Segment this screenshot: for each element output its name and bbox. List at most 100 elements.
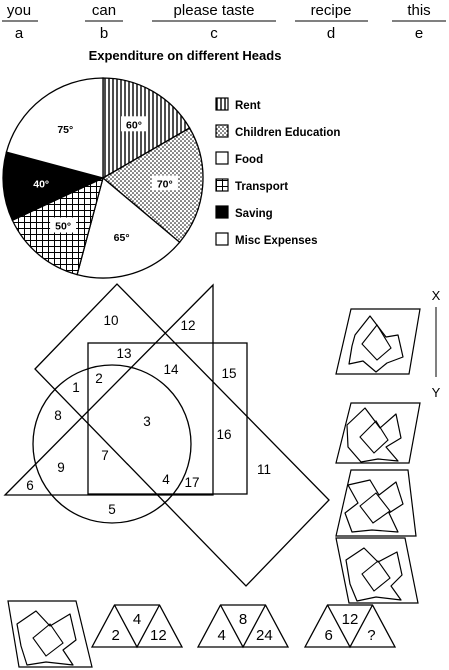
venn-region-number: 8 bbox=[54, 408, 62, 423]
axis-indicator: X Y bbox=[432, 288, 441, 400]
venn-diagram bbox=[3, 283, 330, 587]
parallelogram-shape bbox=[7, 600, 93, 668]
venn-region-number: 5 bbox=[108, 502, 116, 517]
pie-slice-label: 65° bbox=[114, 232, 130, 244]
triangle-group-3: 6 12? bbox=[303, 604, 397, 649]
pie-slice-label: 60° bbox=[126, 119, 142, 131]
cross-shape-inner bbox=[359, 492, 391, 524]
venn-region-number: 12 bbox=[180, 318, 195, 333]
parallelogram-shape bbox=[335, 308, 421, 375]
venn-region-number: 3 bbox=[143, 414, 151, 429]
cross-shape-inner bbox=[361, 560, 391, 592]
pie-slice-label: 50° bbox=[55, 221, 71, 233]
triangle-number-left: 2 bbox=[111, 627, 119, 644]
venn-region-number: 14 bbox=[163, 362, 179, 377]
cross-shape-inner bbox=[359, 420, 389, 454]
triangle-divider bbox=[326, 604, 374, 649]
pie-label-background bbox=[50, 217, 77, 233]
code-word-text: recipe bbox=[311, 2, 352, 19]
code-word-you: you a bbox=[2, 2, 38, 42]
venn-region-number: 4 bbox=[162, 472, 170, 487]
triangle-number-left: 4 bbox=[217, 627, 225, 644]
legend-label-children-education: Children Education bbox=[235, 127, 340, 139]
legend-swatch-transport bbox=[215, 178, 229, 192]
code-word-can: can b bbox=[85, 2, 123, 42]
series-figure bbox=[7, 600, 93, 668]
triangle-divider bbox=[113, 604, 161, 649]
venn-region-number: 6 bbox=[26, 478, 34, 493]
pie-slice-label: 70° bbox=[157, 178, 173, 190]
triangle-number-right: 24 bbox=[256, 627, 273, 644]
pie-chart: 60° 70° 65° 50° 40° 75° bbox=[2, 77, 204, 279]
pie-slice-label: 40° bbox=[33, 178, 49, 190]
series-figure bbox=[335, 402, 421, 464]
triangle-number-right: ? bbox=[367, 627, 375, 644]
venn-region-number: 10 bbox=[103, 313, 118, 328]
legend-label-transport: Transport bbox=[235, 181, 288, 193]
venn-region-number: 13 bbox=[116, 346, 131, 361]
venn-region-number: 17 bbox=[184, 475, 199, 490]
code-word-please-taste: please taste c bbox=[152, 2, 276, 42]
triangle-number-top: 4 bbox=[133, 611, 141, 628]
triangle-number-top: 8 bbox=[239, 611, 247, 628]
parallelogram-shape bbox=[335, 402, 421, 464]
triangle-number-left: 6 bbox=[324, 627, 332, 644]
axis-label-x: X bbox=[432, 288, 441, 303]
code-letter-text: d bbox=[327, 25, 335, 42]
legend-swatch-rent bbox=[215, 97, 229, 111]
pie-label-background bbox=[28, 175, 55, 191]
code-letter-text: c bbox=[210, 25, 218, 42]
large-rectangle bbox=[34, 283, 330, 587]
venn-region-number: 9 bbox=[57, 460, 65, 475]
cross-shape bbox=[16, 610, 77, 666]
code-word-this: this e bbox=[392, 2, 446, 42]
code-word-recipe: recipe d bbox=[295, 2, 368, 42]
code-letter-text: e bbox=[415, 25, 423, 42]
triangle-number-right: 12 bbox=[150, 627, 167, 644]
venn-region-number: 16 bbox=[216, 427, 231, 442]
code-word-text: this bbox=[407, 2, 430, 19]
legend-label-saving: Saving bbox=[235, 208, 273, 220]
venn-region-number: 15 bbox=[221, 366, 236, 381]
cross-shape-inner bbox=[32, 623, 64, 657]
venn-region-number: 11 bbox=[257, 462, 271, 477]
triangle-group-1: 24 12 bbox=[90, 604, 184, 649]
pie-slice-label: 75° bbox=[57, 124, 73, 136]
legend-swatch-food bbox=[215, 151, 229, 165]
code-word-text: please taste bbox=[174, 2, 255, 19]
chart-title: Expenditure on different Heads bbox=[89, 48, 282, 63]
series-figure bbox=[335, 308, 421, 375]
square bbox=[87, 342, 248, 495]
triangle-group-2: 48 24 bbox=[196, 604, 290, 649]
cross-shape bbox=[344, 479, 404, 533]
code-letter-text: b bbox=[100, 25, 108, 42]
figure-series bbox=[7, 308, 421, 668]
pie-label-background bbox=[121, 116, 147, 132]
legend-swatch-misc-expenses bbox=[215, 232, 229, 246]
series-figure bbox=[335, 469, 417, 537]
legend-label-rent: Rent bbox=[235, 100, 261, 112]
cross-shape bbox=[345, 547, 403, 602]
triangle-divider bbox=[219, 604, 267, 649]
code-word-text: can bbox=[92, 2, 116, 19]
parallelogram-shape bbox=[335, 469, 417, 537]
pie-slice-children-education bbox=[76, 176, 181, 279]
legend-swatch-children-education bbox=[215, 124, 229, 138]
legend-swatch-saving bbox=[215, 205, 229, 219]
pie-label-background bbox=[108, 229, 135, 245]
cross-shape-inner bbox=[361, 324, 392, 361]
code-word-text: you bbox=[7, 2, 31, 19]
right-triangle bbox=[3, 283, 214, 496]
code-words: you a can b please taste c recipe d this… bbox=[2, 2, 446, 42]
series-figure bbox=[335, 537, 419, 604]
legend-label-food: Food bbox=[235, 154, 263, 166]
venn-region-number: 7 bbox=[101, 448, 109, 463]
pie-label-background bbox=[151, 175, 178, 191]
circle bbox=[32, 364, 192, 524]
triangle-number-top: 12 bbox=[342, 611, 359, 628]
venn-region-number: 1 bbox=[72, 380, 80, 395]
